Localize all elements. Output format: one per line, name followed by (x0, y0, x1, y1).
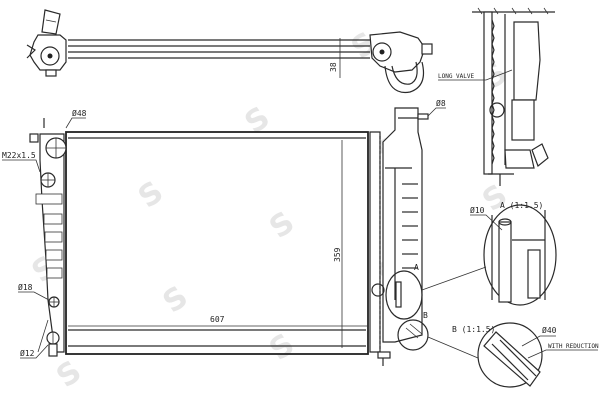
svg-text:S: S (132, 175, 170, 216)
expansion-tank-diameter-label: Ø8 (436, 98, 446, 108)
bottom-port-diameter-label: Ø12 (20, 348, 35, 358)
detail-a-diameter-label: Ø10 (470, 205, 485, 215)
inlet-diameter-label: Ø48 (72, 108, 87, 118)
top-view: 38 (26, 9, 433, 94)
svg-text:S: S (157, 279, 195, 320)
core-height-dimension: 359 (333, 247, 342, 262)
detail-b: B (1:1.5) Ø40 WITH REDUCTION (427, 322, 599, 388)
detail-a-marker: A (414, 263, 419, 272)
detail-b-diameter-label: Ø40 (542, 325, 557, 335)
front-view: A B 607 359 Ø48 M22x1.5 Ø18 Ø12 Ø8 (2, 98, 446, 366)
core-width-dimension: 607 (210, 315, 225, 324)
svg-text:S: S (50, 354, 88, 395)
svg-text:S: S (239, 100, 277, 141)
side-port-diameter-label: Ø18 (18, 282, 33, 292)
thread-label: M22x1.5 (2, 151, 36, 160)
svg-text:S: S (263, 327, 301, 368)
detail-b-marker: B (423, 311, 428, 320)
top-tank-depth-dimension: 38 (329, 62, 338, 72)
with-reduction-label: WITH REDUCTION (548, 343, 599, 350)
detail-a: A (1:1.5) Ø10 (421, 201, 557, 306)
svg-text:S: S (263, 205, 301, 246)
long-valve-label: LONG VALVE (438, 73, 475, 80)
side-view: LONG VALVE (438, 7, 555, 186)
detail-a-title: A (1:1.5) (500, 201, 543, 210)
detail-b-title: B (1:1.5) (452, 325, 495, 334)
